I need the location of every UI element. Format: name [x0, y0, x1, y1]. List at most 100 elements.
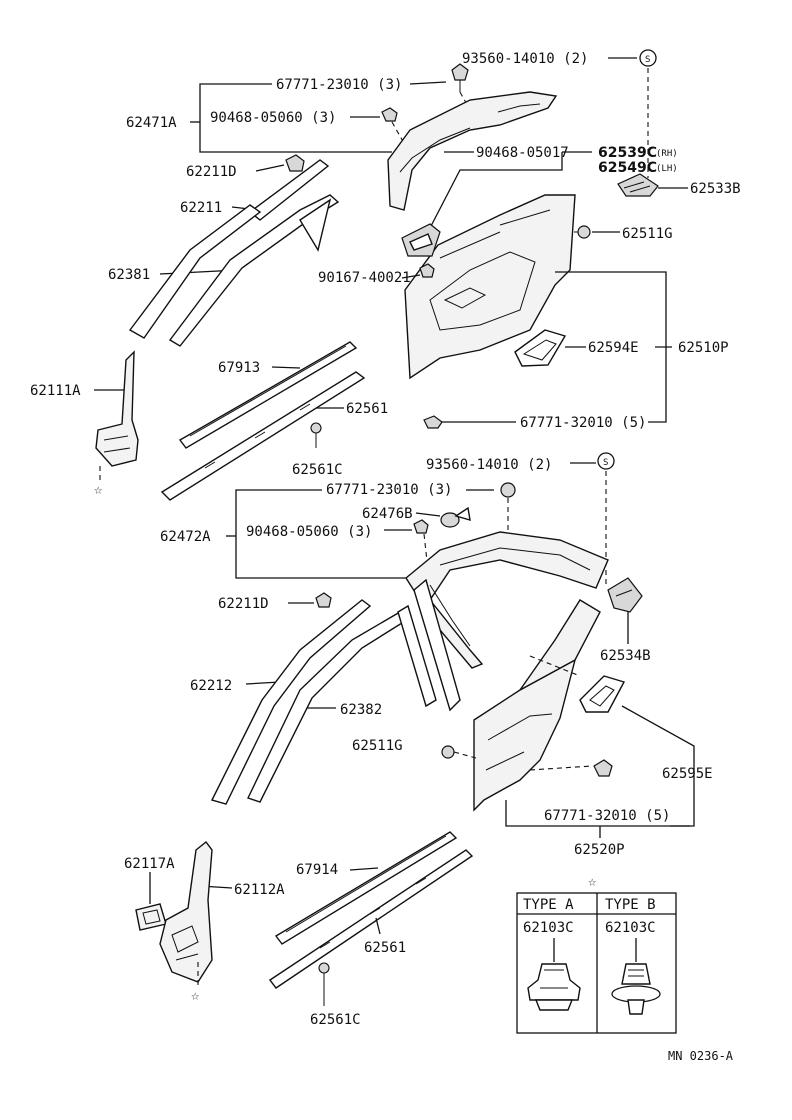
quarter-panel-upper — [404, 194, 576, 380]
leader-upper-clip-d — [255, 164, 285, 172]
clip-lower-a-icon — [500, 482, 516, 498]
bezel-lower-icon — [579, 675, 626, 713]
label-upper-clip-d: 62211D — [186, 164, 237, 180]
legend-type-a: TYPE A — [523, 897, 574, 913]
label-upper-panel-clip: 67771-32010 (5) — [520, 415, 646, 431]
label-upper-panel: 62510P — [678, 340, 729, 356]
label-lower-panel-clip: 67771-32010 (5) — [544, 808, 670, 824]
panel-clip-upper-icon — [423, 415, 443, 429]
legend-type-b: TYPE B — [605, 897, 656, 913]
star-upper-icon: ☆ — [94, 482, 103, 498]
s-circle-icon: S — [639, 49, 657, 67]
clip-lower-b-icon — [413, 519, 429, 534]
label-lower-bolt: 93560-14010 (2) — [426, 457, 552, 473]
screw-upper-icon — [574, 225, 591, 239]
screw-lower-icon — [441, 745, 455, 759]
label-upper-clip-a: 67771-23010 (3) — [276, 77, 402, 93]
legend-part-b: 62103C — [605, 920, 656, 936]
label-upper-bezel: 62594E — [588, 340, 639, 356]
footer-code: MN 0236-A — [668, 1049, 734, 1063]
label-trim-rh-side: (RH) — [656, 149, 678, 159]
dashed-panel-clip-lower — [529, 765, 593, 771]
group-bracket-upper — [199, 83, 392, 153]
pad-lower-icon — [135, 903, 167, 931]
label-lower-knob: 62476B — [362, 506, 413, 522]
label-upper-clip-c: 90468-05017 — [476, 145, 569, 161]
legend-table — [516, 892, 677, 1034]
bezel-upper-icon — [514, 329, 567, 367]
label-upper-clip-b: 90468-05060 (3) — [210, 110, 336, 126]
leader-upper-clip-e — [401, 274, 421, 279]
dashed-screw-lower — [453, 751, 477, 759]
legend-part-a: 62103C — [523, 920, 574, 936]
s-circle-lower-icon: S — [597, 452, 615, 470]
bracket-upper-panel — [555, 271, 667, 423]
bracket-lower-panel — [505, 800, 690, 827]
clip-d-lower-icon — [315, 592, 332, 608]
label-lower-clip-b: 90468-05060 (3) — [246, 524, 372, 540]
garnish-upper — [128, 194, 340, 347]
weatherstrip-upper — [248, 159, 330, 221]
lower-quarter-trim — [405, 531, 609, 669]
bracket-upper-icon — [617, 173, 659, 197]
clip-type-a-icon — [527, 963, 581, 1011]
label-trim-lh: 62549C — [598, 160, 657, 176]
garnish-lower — [247, 604, 437, 803]
strip-upper — [160, 371, 366, 501]
label-lower-clip-d: 62211D — [218, 596, 269, 612]
label-upper-strip-clip: 62561C — [292, 462, 343, 478]
label-lower-scuff: 67914 — [296, 862, 338, 878]
bracket-lower-icon — [607, 577, 643, 613]
label-upper-scuff: 67913 — [218, 360, 260, 376]
panel-clip-lower-icon — [593, 759, 613, 777]
group-bracket-lower — [235, 489, 410, 579]
label-lower-group: 62472A — [160, 529, 211, 545]
dashed-clip-a — [459, 91, 471, 111]
trim-rh-bezel-icon — [401, 223, 441, 257]
label-upper-bracket: 62533B — [690, 181, 741, 197]
label-upper-bolt: 93560-14010 (2) — [462, 51, 588, 67]
leader-upper-scuff — [271, 366, 301, 369]
quarter-panel-lower — [473, 599, 601, 812]
leader-lower-weatherstrip — [245, 681, 281, 685]
label-upper-group: 62471A — [126, 115, 177, 131]
label-upper-weatherstrip: 62211 — [180, 200, 222, 216]
label-lower-strip-clip: 62561C — [310, 1012, 361, 1028]
leader-lower-strip — [375, 917, 381, 935]
legend-star: ☆ — [588, 874, 597, 890]
scuff-plate-lower — [274, 831, 458, 945]
label-trim-rh: 62539C — [598, 145, 657, 161]
leader-upper-clip-a — [409, 81, 447, 85]
label-lower-clip-a: 67771-23010 (3) — [326, 482, 452, 498]
label-lower-bezel: 62595E — [662, 766, 713, 782]
clip-e-upper-icon — [419, 263, 435, 278]
label-upper-garnish: 62381 — [108, 267, 150, 283]
label-lower-screw: 62511G — [352, 738, 403, 754]
star-lower-icon: ☆ — [191, 988, 200, 1004]
s-mark-lower-label: S — [603, 458, 608, 468]
clip-type-b-icon — [611, 963, 661, 1015]
knob-lower-icon — [440, 506, 471, 528]
strip-clip-upper-icon — [310, 422, 322, 448]
strip-clip-lower-icon — [318, 962, 330, 1006]
leader-lower-scuff — [349, 867, 379, 871]
clip-d-upper-icon — [285, 154, 305, 172]
label-lower-bracket: 62534B — [600, 648, 651, 664]
label-trim-lh-side: (LH) — [656, 164, 678, 174]
label-lower-pillar: 62112A — [234, 882, 285, 898]
label-lower-strip: 62561 — [364, 940, 406, 956]
label-lower-garnish: 62382 — [340, 702, 382, 718]
lower-pillar-strip — [413, 578, 461, 712]
label-upper-pillar: 62111A — [30, 383, 81, 399]
clip-upper-a-icon — [451, 63, 469, 92]
upper-quarter-trim — [387, 91, 558, 211]
pillar-upper — [95, 350, 139, 467]
strip-lower — [268, 849, 474, 989]
clip-upper-b-icon — [381, 107, 398, 122]
label-upper-strip: 62561 — [346, 401, 388, 417]
label-upper-clip-e: 90167-40021 — [318, 270, 411, 286]
leader-trim-lh — [429, 152, 563, 229]
label-lower-pad: 62117A — [124, 856, 175, 872]
leader-lower-knob — [415, 512, 441, 517]
